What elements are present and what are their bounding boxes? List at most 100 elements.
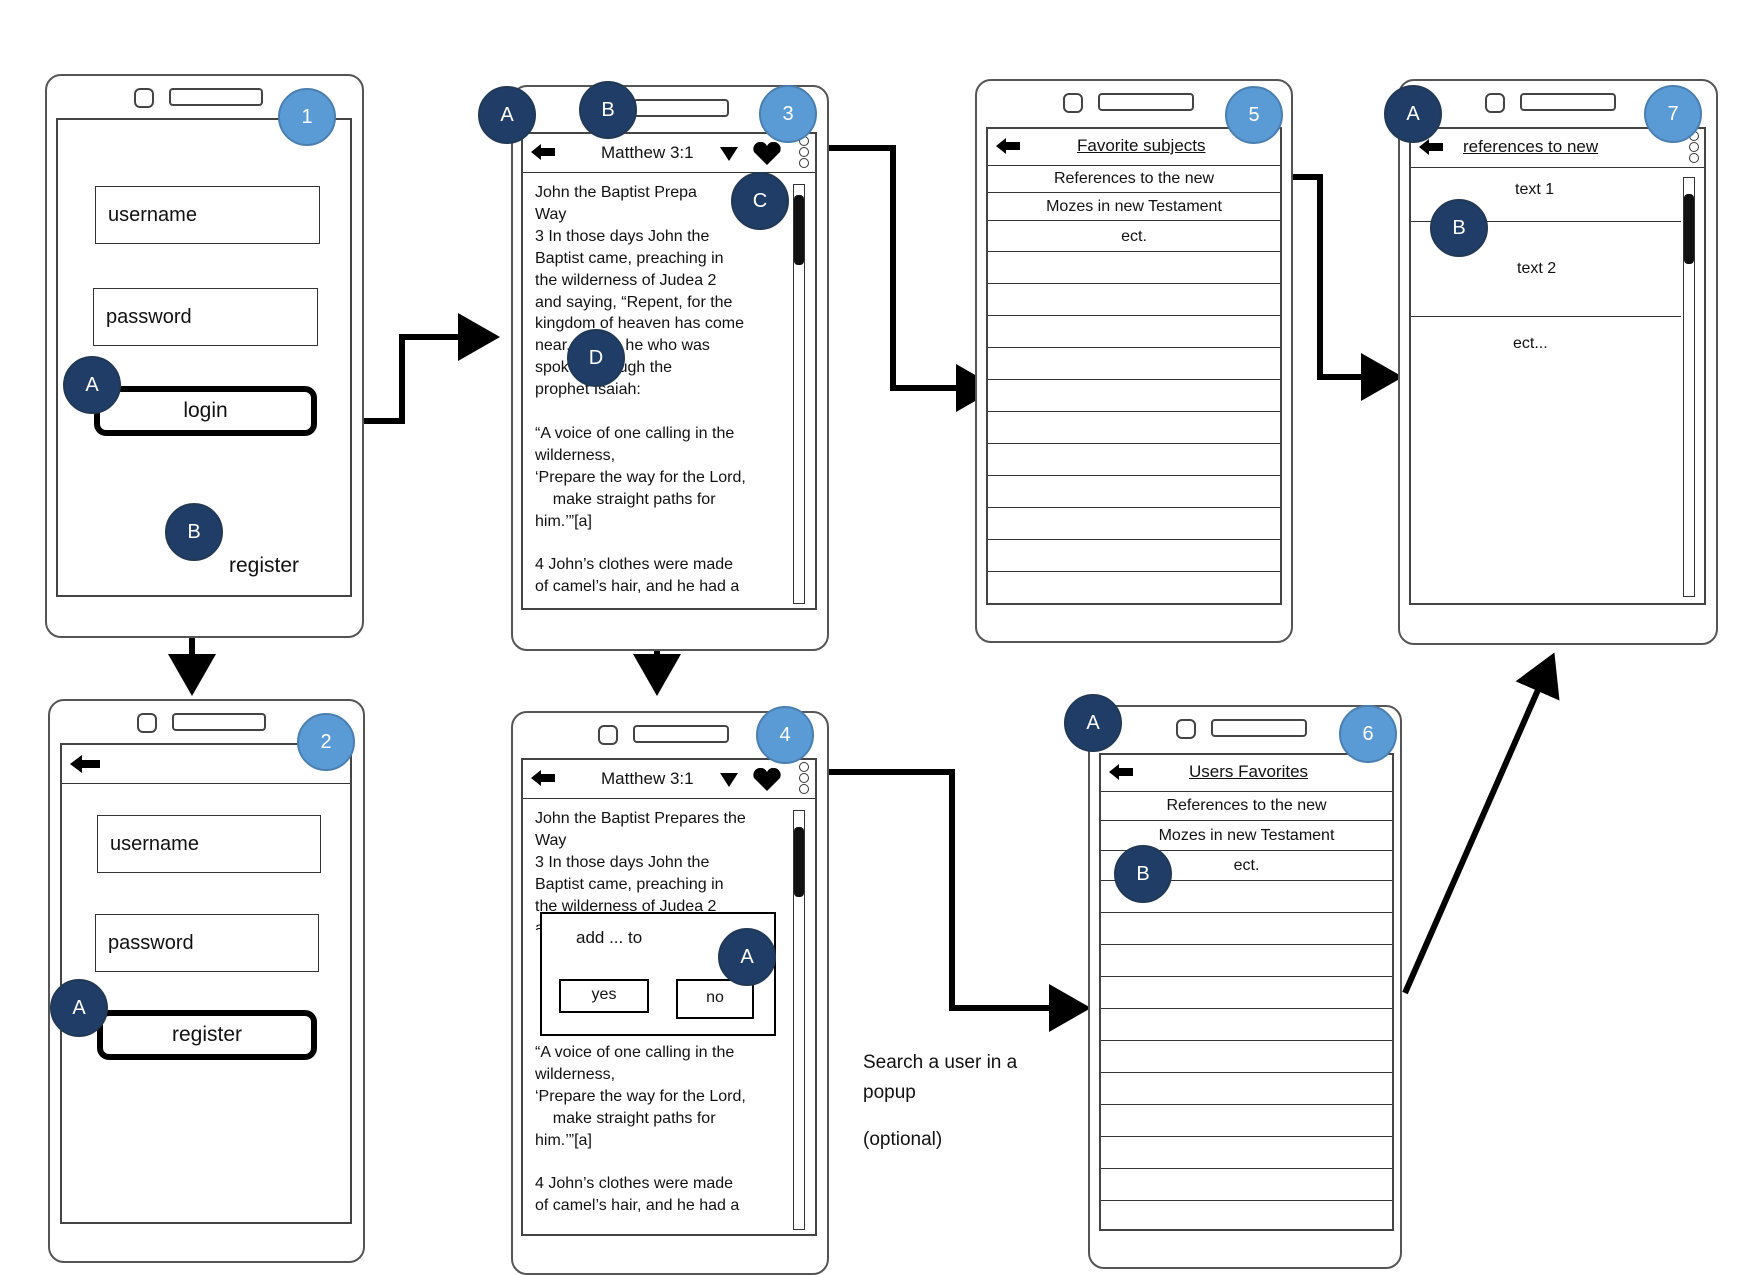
register-button[interactable]: register [97, 1010, 317, 1060]
phone-screen-3: Matthew 3:1 John the Baptist Prepa Way 3… [511, 85, 829, 651]
marker-badge-heart: C [731, 172, 789, 230]
screen-title: references to new [1463, 137, 1599, 156]
empty-row[interactable] [988, 572, 1280, 603]
screen-area: Users Favorites References to the new Mo… [1099, 753, 1394, 1231]
list-item[interactable]: ect. [988, 221, 1280, 252]
back-arrow-icon[interactable] [1417, 137, 1445, 157]
menu-dots-icon[interactable] [799, 762, 809, 795]
camera-icon [1176, 719, 1196, 739]
reference-item[interactable]: text 2 [1411, 222, 1681, 317]
empty-row[interactable] [988, 476, 1280, 508]
screen-number-badge: 5 [1225, 86, 1283, 144]
speaker-icon [633, 725, 729, 743]
list-header: Favorite subjects [988, 129, 1280, 166]
screen-area: references to new text 1 text 2 ect... [1409, 127, 1706, 605]
list-item[interactable]: References to the new [988, 165, 1280, 193]
chapter-title[interactable]: Matthew 3:1 [601, 769, 694, 788]
back-arrow-icon[interactable] [68, 753, 102, 775]
marker-badge-back: A [1384, 85, 1442, 143]
back-arrow-icon[interactable] [529, 768, 557, 788]
register-link[interactable]: register [229, 554, 300, 577]
scrollbar[interactable] [793, 184, 805, 604]
empty-row[interactable] [988, 252, 1280, 284]
reference-item[interactable]: text 1 [1411, 167, 1681, 222]
heart-icon[interactable] [752, 768, 782, 792]
username-field[interactable]: username [97, 815, 321, 873]
list-item[interactable]: References to the new [1101, 791, 1392, 821]
heart-icon[interactable] [752, 142, 782, 166]
password-field[interactable]: password [95, 914, 319, 972]
empty-row[interactable] [988, 412, 1280, 444]
empty-row[interactable] [1101, 1041, 1392, 1073]
camera-icon [598, 725, 618, 745]
back-arrow-icon[interactable] [529, 142, 557, 162]
popup-yes-button[interactable]: yes [559, 979, 649, 1013]
reader-header: Matthew 3:1 [523, 760, 815, 799]
username-field[interactable]: username [95, 186, 320, 244]
screen-number-badge: 6 [1339, 705, 1397, 763]
screen-title: Users Favorites [1189, 762, 1309, 781]
reader-header: Matthew 3:1 [523, 134, 815, 173]
empty-row[interactable] [1101, 1137, 1392, 1169]
phone-screen-5: Favorite subjects References to the new … [975, 79, 1293, 643]
scrollbar-thumb[interactable] [794, 827, 804, 897]
reference-text: text 2 [1517, 260, 1557, 277]
empty-row[interactable] [1101, 1073, 1392, 1105]
screen-title: Favorite subjects [1077, 136, 1206, 155]
marker-badge-popup: A [718, 928, 776, 986]
phone-screen-4: Matthew 3:1 John the Baptist Prepares th… [511, 711, 829, 1275]
marker-badge-back: A [478, 86, 536, 144]
popup-no-button[interactable]: no [676, 979, 754, 1019]
empty-row[interactable] [1101, 1169, 1392, 1201]
back-arrow-icon[interactable] [994, 136, 1022, 156]
camera-icon [1063, 93, 1083, 113]
list-item[interactable]: ect. [1101, 851, 1392, 881]
dropdown-arrow-icon[interactable] [719, 146, 739, 162]
annotation-note-line1: Search a user in a [863, 1052, 1018, 1073]
list-item[interactable]: Mozes in new Testament [1101, 821, 1392, 851]
scrollbar[interactable] [793, 810, 805, 1230]
chapter-title[interactable]: Matthew 3:1 [601, 143, 694, 162]
empty-row[interactable] [1101, 945, 1392, 977]
marker-badge-item: B [1114, 845, 1172, 903]
subject-list: References to the new Mozes in new Testa… [988, 165, 1280, 603]
reference-text: text 1 [1515, 181, 1555, 198]
empty-row[interactable] [988, 316, 1280, 348]
empty-row[interactable] [988, 348, 1280, 380]
empty-row[interactable] [988, 380, 1280, 412]
scrollbar-thumb[interactable] [1684, 194, 1694, 264]
menu-dots-icon[interactable] [799, 136, 809, 169]
empty-row[interactable] [1101, 881, 1392, 913]
camera-icon [134, 88, 154, 108]
annotation-note-line2: popup [863, 1082, 916, 1103]
screen-number-badge: 1 [278, 88, 336, 146]
phone-screen-6: Users Favorites References to the new Mo… [1088, 705, 1402, 1269]
verse-text: John the Baptist Prepa Way 3 In those da… [535, 184, 746, 596]
empty-row[interactable] [1101, 913, 1392, 945]
marker-badge-title: B [579, 81, 637, 139]
speaker-icon [172, 713, 266, 731]
list-item[interactable]: Mozes in new Testament [988, 193, 1280, 221]
scrollbar-thumb[interactable] [794, 195, 804, 265]
back-arrow-icon[interactable] [1107, 762, 1135, 782]
empty-row[interactable] [988, 284, 1280, 316]
screen-number-badge: 2 [297, 713, 355, 771]
empty-row[interactable] [988, 444, 1280, 476]
arrow-4-to-6 [787, 769, 1091, 1032]
empty-row[interactable] [1101, 1009, 1392, 1041]
login-button[interactable]: login [94, 386, 317, 436]
popup-title: add ... to [576, 928, 643, 947]
dropdown-arrow-icon[interactable] [719, 772, 739, 788]
camera-icon [137, 713, 157, 733]
screen-area: username password register [60, 743, 352, 1224]
marker-badge-login: A [63, 356, 121, 414]
screen-area: Matthew 3:1 John the Baptist Prepares th… [521, 758, 817, 1236]
speaker-icon [633, 99, 729, 117]
password-field[interactable]: password [93, 288, 318, 346]
empty-row[interactable] [988, 540, 1280, 572]
empty-row[interactable] [1101, 977, 1392, 1009]
screen-number-badge: 3 [759, 85, 817, 143]
scrollbar[interactable] [1683, 177, 1695, 597]
empty-row[interactable] [1101, 1105, 1392, 1137]
empty-row[interactable] [988, 508, 1280, 540]
